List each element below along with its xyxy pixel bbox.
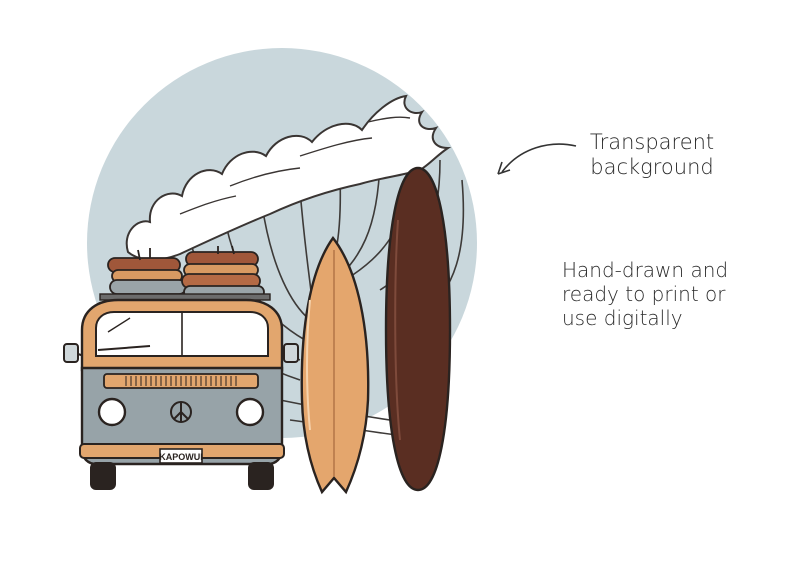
right-headlight [235, 397, 265, 427]
transparent-note-line1: Transparent [589, 130, 715, 154]
hand-drawn-note-line1: Hand-drawn and [562, 258, 729, 282]
transparent-background-note: Transparent background [582, 130, 722, 180]
grille [125, 376, 237, 386]
longboard [384, 166, 452, 492]
hand-drawn-note: Hand-drawn and ready to print or use dig… [562, 258, 782, 330]
foam-details [179, 116, 411, 215]
left-headlight [97, 397, 127, 427]
curved-arrow-icon [497, 143, 577, 175]
license-plate [159, 448, 203, 464]
hand-drawn-note-line3: use digitally [562, 306, 683, 330]
left-wheel [90, 462, 116, 490]
right-wheel [248, 462, 274, 490]
van: KAPOWUI [63, 245, 299, 490]
fish-surfboard [300, 235, 370, 495]
license-plate-text: KAPOWUI [159, 452, 203, 462]
transparent-note-line2: background [590, 155, 714, 180]
right-mirror [283, 343, 299, 363]
wave-foam [125, 94, 452, 261]
peace-sign-icon [170, 401, 192, 423]
hand-drawn-note-line2: ready to print or [562, 282, 726, 306]
left-mirror [63, 343, 79, 363]
